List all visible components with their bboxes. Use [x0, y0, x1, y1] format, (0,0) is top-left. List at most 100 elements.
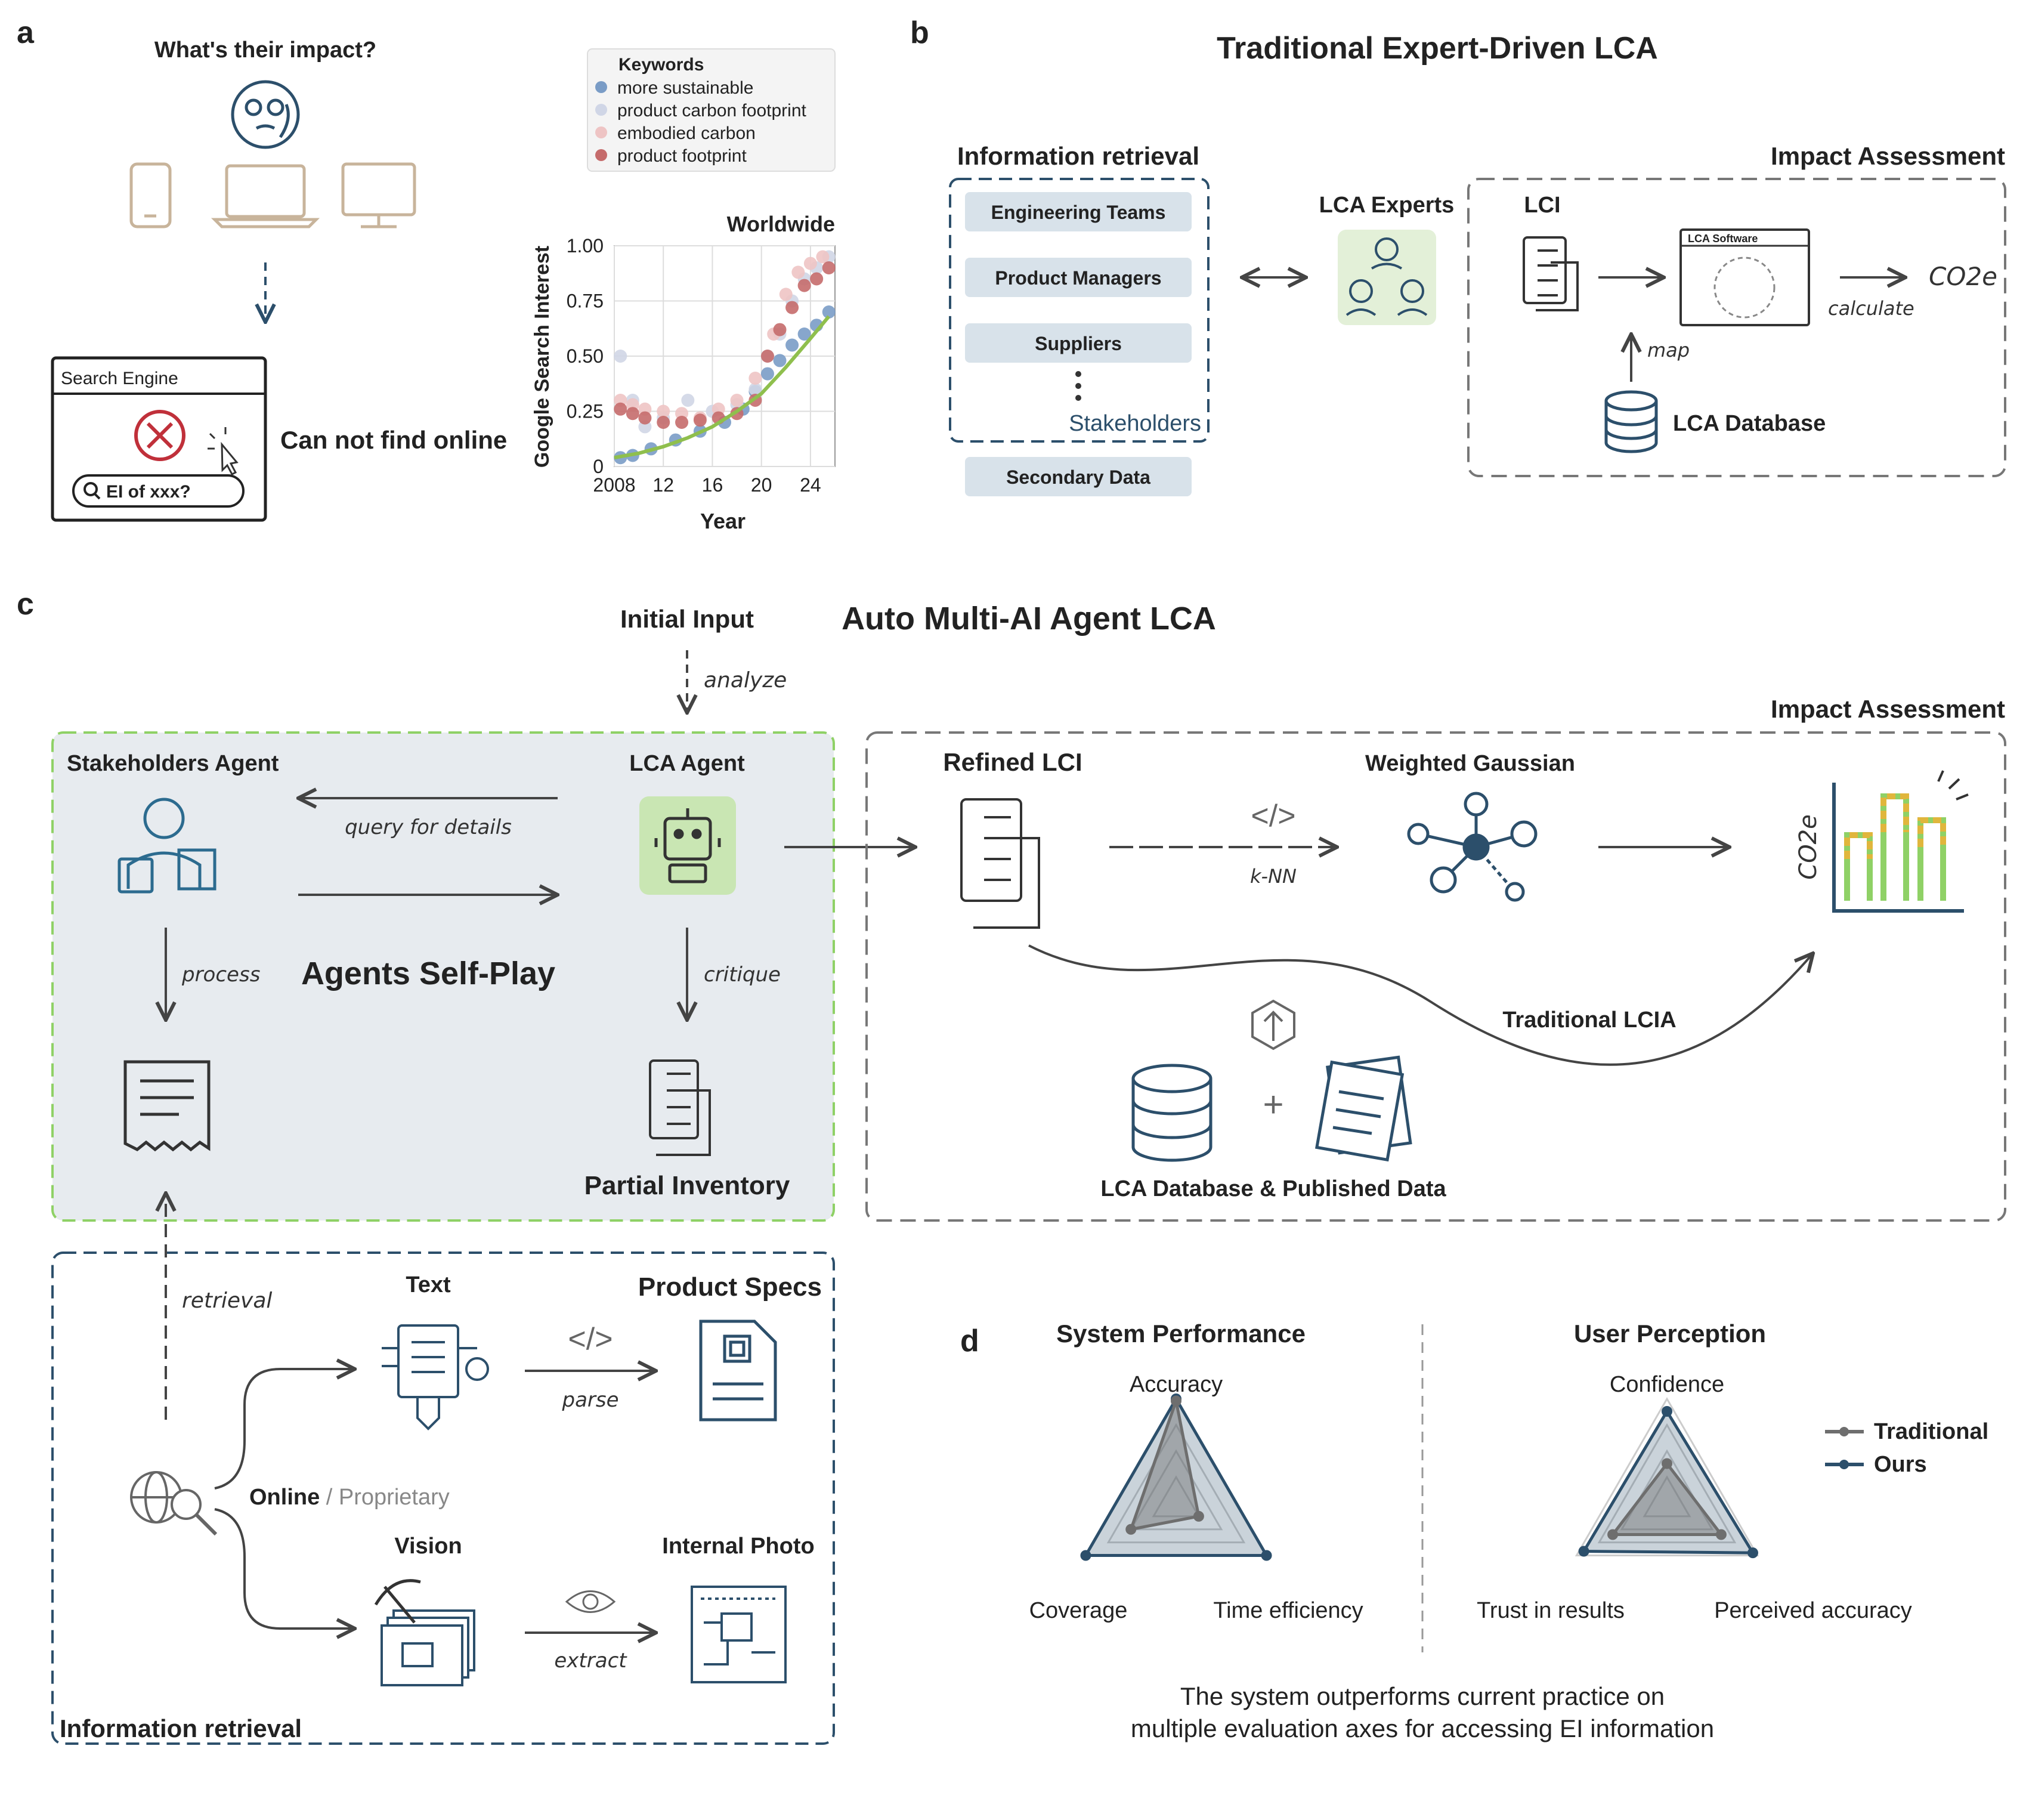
traditional-lcia-curve — [1028, 944, 1813, 1066]
radar-grid-ring — [1620, 1449, 1714, 1531]
scatter-point — [822, 305, 836, 319]
query-for-details-label: query for details — [345, 815, 512, 839]
x-tick-label: 24 — [800, 474, 821, 496]
keywords-legend: Keywords more sustainable product carbon… — [587, 48, 836, 172]
branch-up-arrow — [214, 1369, 355, 1490]
svg-text:Suppliers: Suppliers — [1035, 333, 1122, 354]
upload-icon — [1251, 999, 1295, 1050]
online-text: Online — [249, 1485, 320, 1510]
scatter-point — [614, 402, 627, 416]
extract-label: extract — [554, 1649, 627, 1673]
legend-title: Keywords — [618, 55, 704, 75]
scatter-point — [760, 367, 774, 381]
legend-swatch-2 — [595, 126, 607, 138]
laptop-icon — [211, 164, 320, 228]
radar-point — [1662, 1458, 1672, 1469]
b-lca-database-label: LCA Database — [1673, 411, 1826, 436]
radar-grid-ring — [1106, 1423, 1246, 1544]
text-label: Text — [406, 1272, 451, 1297]
legend-item-2: embodied carbon — [617, 123, 756, 143]
c-info-retrieval-title: Information retrieval — [60, 1714, 302, 1742]
c-impact-frame — [865, 731, 2006, 1222]
sys-axis-coverage: Coverage — [1029, 1598, 1128, 1623]
not-found-text: Can not find online — [280, 426, 507, 454]
radar-grid-ring — [1129, 1449, 1223, 1531]
legend-item-1: product carbon footprint — [617, 101, 807, 120]
initial-input-label: Initial Input — [620, 605, 754, 633]
b-database-icon — [1604, 390, 1658, 453]
panel-b-title: Traditional Expert-Driven LCA — [1217, 31, 1658, 66]
scatter-point — [657, 404, 670, 418]
b-map-label: map — [1647, 339, 1690, 361]
user-radar-chart — [1575, 1396, 1759, 1559]
user-perception-title: User Perception — [1574, 1320, 1766, 1348]
sys-axis-accuracy: Accuracy — [1130, 1372, 1223, 1397]
b-stakeholders-label: Stakeholders — [1069, 411, 1201, 436]
x-tick-label: 2008 — [593, 474, 635, 496]
experts-group-icon — [1338, 230, 1436, 325]
lca-software-title: LCA Software — [1688, 233, 1758, 245]
monitor-icon — [341, 162, 416, 228]
radar-point — [1193, 1510, 1204, 1522]
plus-sign: + — [1263, 1084, 1283, 1124]
scatter-point — [773, 354, 787, 367]
b-info-retrieval-title: Information retrieval — [957, 142, 1199, 170]
radar-grid-ring — [1643, 1475, 1691, 1518]
co2e-bar-chart-icon — [1832, 770, 1969, 913]
spec-document-icon — [699, 1320, 777, 1422]
c-database-icon — [1131, 1064, 1212, 1162]
search-input[interactable] — [72, 474, 245, 508]
published-papers-icon — [1314, 1055, 1412, 1162]
traditional-lcia-label: Traditional LCIA — [1502, 1008, 1676, 1033]
stakeholder-person-icon — [117, 798, 216, 894]
svg-text:Secondary Data: Secondary Data — [1006, 466, 1150, 488]
circuit-board-icon — [691, 1586, 787, 1683]
radar-grid-ring — [1575, 1396, 1759, 1556]
critique-label: critique — [704, 963, 781, 987]
globe-search-icon — [130, 1471, 218, 1536]
scatter-point — [773, 323, 787, 336]
panel-b-label: b — [910, 16, 929, 50]
scatter-point — [791, 265, 805, 279]
scatter-point — [748, 372, 762, 385]
partial-inventory-checklist-icon — [649, 1059, 711, 1156]
svg-text:Product Managers: Product Managers — [995, 267, 1161, 289]
x-tick-label: 20 — [751, 474, 772, 496]
scatter-point — [797, 279, 811, 292]
c-co2e-label: CO2e — [1795, 814, 1822, 879]
b-stakeholders-frame — [949, 178, 1210, 443]
y-axis-label: Google Search Interest — [531, 246, 553, 468]
radar-point — [1715, 1529, 1727, 1540]
eye-scan-icon — [565, 1590, 616, 1613]
error-x-icon — [134, 410, 185, 461]
y-tick-label: 0.50 — [567, 345, 604, 367]
b-impact-frame — [1467, 178, 2006, 477]
radar-point — [1662, 1406, 1672, 1417]
b-secondary-data-box: Secondary Data — [965, 457, 1192, 496]
scatter-point — [816, 250, 830, 264]
panel-c-title: Auto Multi-AI Agent LCA — [842, 601, 1216, 636]
radar-point — [1607, 1529, 1619, 1540]
trend-line — [614, 315, 831, 460]
process-label: process — [181, 963, 260, 987]
refined-lci-label: Refined LCI — [943, 748, 1082, 776]
b-impact-title: Impact Assessment — [1771, 142, 2005, 170]
scatter-point — [681, 394, 695, 407]
radar-series-ours — [1083, 1395, 1269, 1557]
scatter-point — [626, 407, 639, 421]
analyze-label: analyze — [704, 668, 787, 693]
weighted-gaussian-label: Weighted Gaussian — [1365, 751, 1575, 776]
y-tick-label: 0.75 — [567, 291, 604, 312]
vision-photos-icon — [374, 1579, 475, 1686]
scatter-point — [803, 257, 817, 270]
lca-software-window — [1679, 228, 1810, 326]
parse-label: parse — [561, 1388, 618, 1412]
legend-swatch-3 — [595, 149, 607, 161]
c-info-retrieval-frame — [51, 1252, 835, 1745]
lci-checklist-icon — [1523, 236, 1579, 311]
radar-point — [1125, 1524, 1137, 1535]
scatter-point — [657, 416, 670, 429]
cursor-click-icon — [208, 427, 239, 475]
